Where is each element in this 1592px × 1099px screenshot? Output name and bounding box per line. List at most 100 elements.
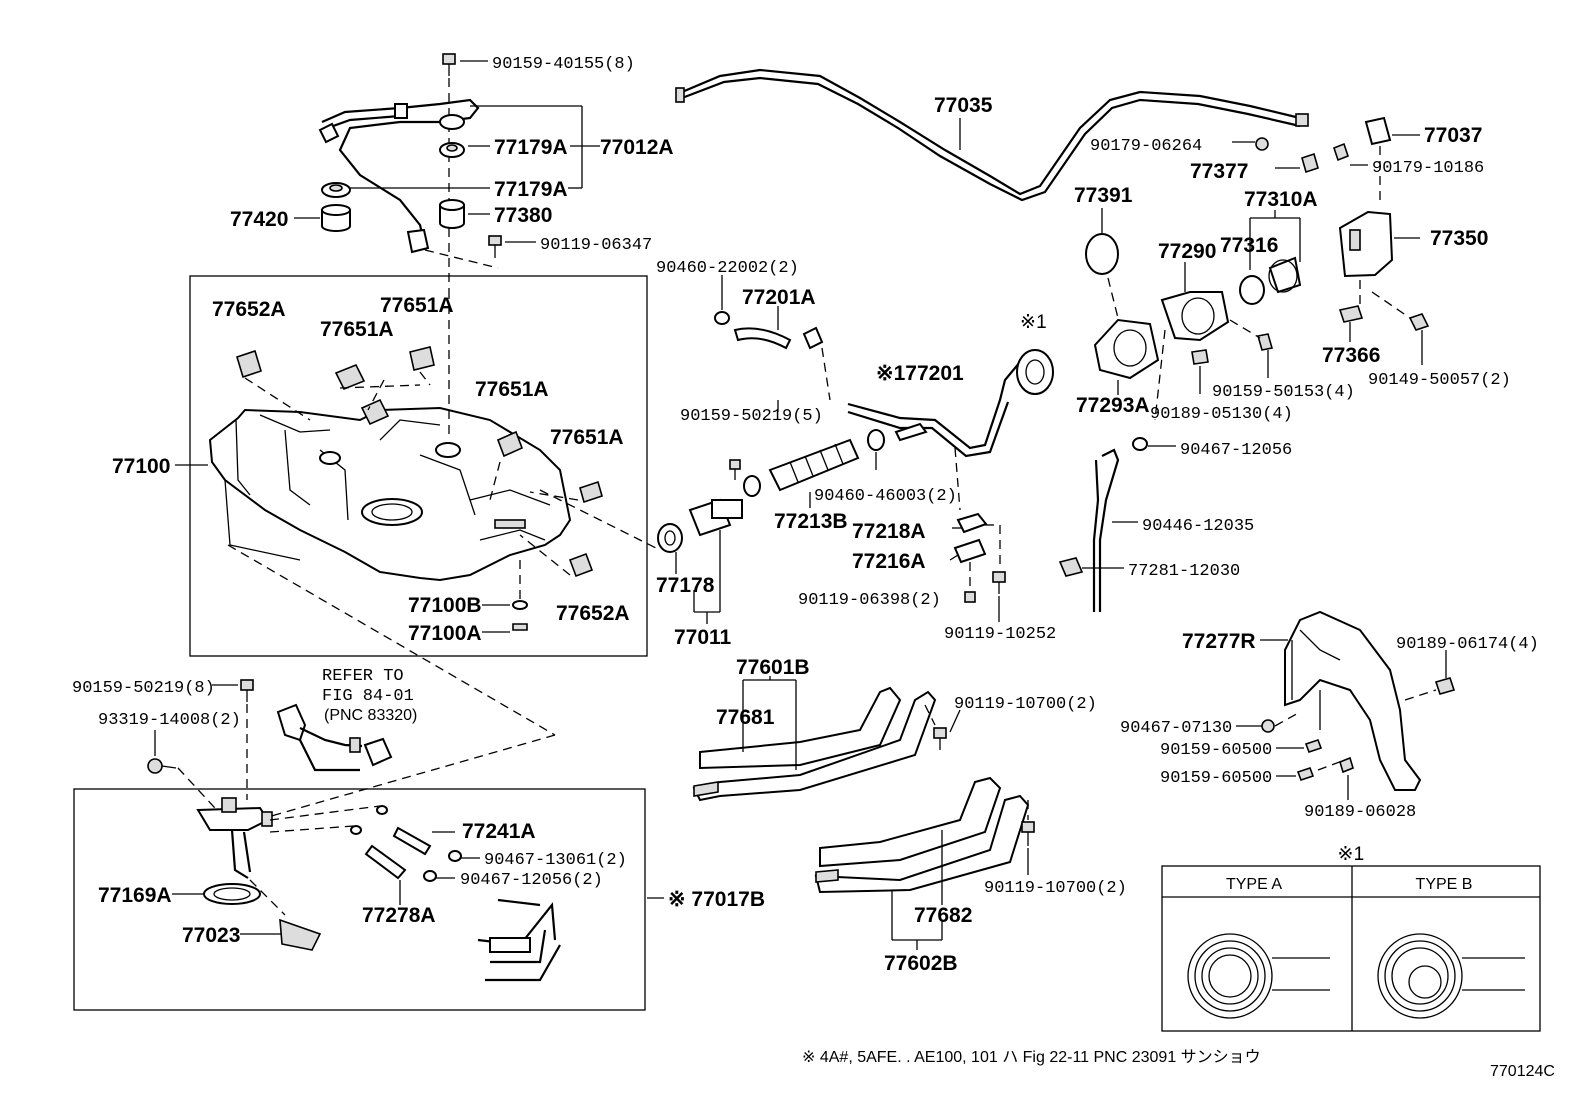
figure-code: 770124C [1490,1063,1555,1080]
label-77290: 77290 [1158,240,1216,263]
label-77213B: 77213B [774,510,848,533]
label-90119-10252: 90119-10252 [944,625,1056,644]
clamp-icon [423,870,437,882]
pad-icon [409,346,435,371]
label-77652A: 77652A [556,602,630,625]
label-90189-05130: 90189-05130(4) [1150,405,1293,424]
gasket-icon [657,523,683,553]
filler-housing-icon [1160,291,1230,342]
label-77293A: 77293A [1076,394,1150,417]
type-b-header: TYPE B [1416,876,1473,893]
label-77377: 77377 [1190,160,1248,183]
diagram-canvas: ※1 TYPE A TYPE B 90159-40155(8) 77179A 7… [72,53,1555,1080]
bolt-icon [1021,821,1035,846]
label-77601B: 77601B [736,656,810,679]
clip-icon [1301,152,1319,174]
refer-line-1: REFER TO [322,667,404,686]
cap-icon [439,204,465,229]
bolt-icon [147,758,177,774]
label-77380: 77380 [494,204,552,227]
label-77651A: 77651A [380,294,454,317]
washer-icon [512,600,528,610]
hose-icon [392,826,432,856]
label-90467-07130: 90467-07130 [1120,719,1232,738]
label-77023: 77023 [182,924,240,947]
label-77278A: 77278A [362,904,436,927]
bolt-icon [933,727,947,750]
type-table-mark: ※1 [1338,844,1365,865]
bolt-icon [442,53,456,76]
clamp-icon [714,311,730,325]
fuel-pump-box [73,788,646,1011]
fuel-lid-icon [1338,210,1394,278]
clamp-icon [1132,437,1148,451]
screw-icon [1256,333,1274,351]
sender-gauge [276,703,393,772]
tank-strap-front [692,686,937,802]
grommet-icon [439,114,465,130]
label-90179-10186: 90179-10186 [1372,159,1484,178]
label-77682: 77682 [914,904,972,927]
clamp-icon [743,475,761,497]
gasket-icon [1239,275,1265,305]
corrugated-hose-icon [768,438,860,492]
label-77178: 77178 [656,574,715,597]
label-77366: 77366 [1322,344,1380,367]
type-a-cap-figure [1187,933,1330,1019]
label-77179A: 77179A [494,178,568,201]
label-77277R: 77277R [1182,630,1256,653]
fuel-tank-box [189,275,648,657]
label-90467-12056-2: 90467-12056(2) [460,871,603,890]
fuel-tank [208,406,572,582]
label-90159-40155: 90159-40155(8) [492,55,635,74]
clip-icon [1261,719,1275,733]
label-77651A: 77651A [550,426,624,449]
pad-icon [236,349,262,379]
label-77011: 77011 [674,626,732,649]
type-a-header: TYPE A [1226,876,1282,893]
screw-icon [1339,756,1354,774]
clip-icon [1434,677,1456,695]
label-77241A: 77241A [462,820,536,843]
label-77201A: 77201A [742,286,816,309]
label-93319-14008: 93319-14008(2) [98,711,241,730]
type-b-cap-figure [1377,933,1525,1019]
clamp-icon [867,429,885,451]
label-90119-10700-1: 90119-10700(2) [954,695,1097,714]
clamp-icon [448,850,462,862]
label-90179-06264: 90179-06264 [1090,137,1202,156]
tank-strap-rear [814,776,1030,894]
filter-icon [279,918,322,951]
nut-icon [512,623,528,631]
label-77035: 77035 [934,94,993,117]
label-90159-50153: 90159-50153(4) [1212,383,1355,402]
screw-icon [1304,738,1323,754]
label-90149-50057: 90149-50057(2) [1368,371,1511,390]
label-77218A: 77218A [852,520,926,543]
label-77681: 77681 [716,706,775,729]
label-90446-12035: 90446-12035 [1142,517,1254,536]
pad-icon [568,552,594,578]
label-77310A: 77310A [1244,188,1318,211]
label-90189-06028: 90189-06028 [1304,803,1416,822]
label-77602B: 77602B [884,952,958,975]
bolt-icon [1255,137,1269,151]
label-90467-12056: 90467-12056 [1180,441,1292,460]
label-90119-06347: 90119-06347 [540,236,652,255]
fender-liner [1284,610,1422,791]
label-77012A: 77012A [600,136,674,159]
clip-icon [1058,557,1084,577]
bolt-icon [488,235,502,258]
bolt-icon [240,679,254,702]
label-77350: 77350 [1430,227,1488,250]
hose-icon [364,844,407,880]
label-77100B: 77100B [408,594,482,617]
bracket-icon [956,512,988,534]
parts-diagram: ※1 TYPE A TYPE B 90159-40155(8) 77179A 7… [72,53,1555,1080]
label-90119-06398: 90119-06398(2) [798,591,941,610]
bolt-icon [729,459,741,480]
label-90460-22002: 90460-22002(2) [656,259,799,278]
gasket-ring-icon [203,883,261,905]
pad-icon [496,430,524,458]
label-77100: 77100 [112,455,170,478]
